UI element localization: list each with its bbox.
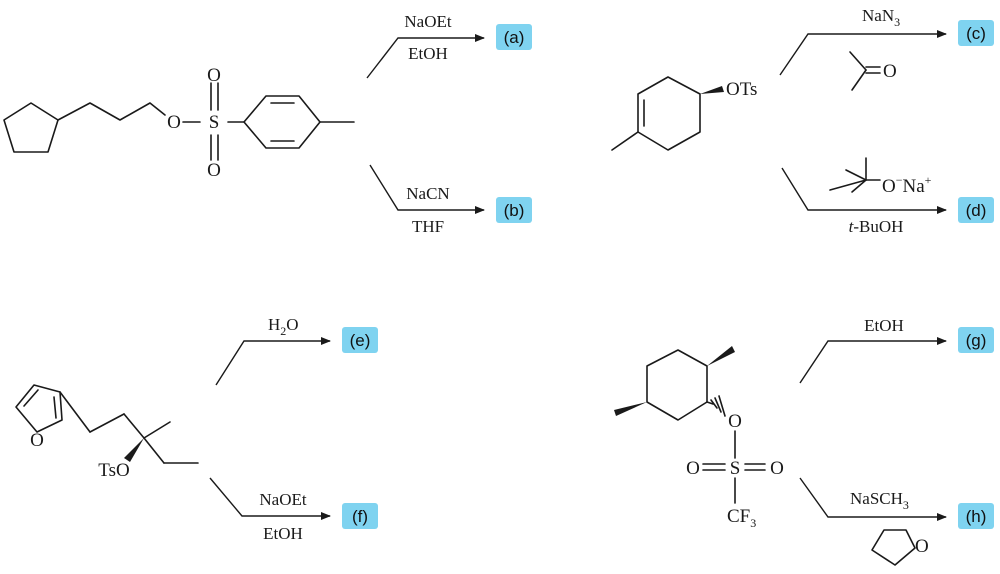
acetone-oxygen: O (883, 61, 897, 82)
svg-text:(e): (e) (350, 331, 371, 350)
molecule-dimethylcyclohexyl-triflate: O S O O CF3 (614, 346, 784, 530)
reaction-arrow-h: NaSCH3 O (799, 477, 947, 566)
reagent-h-top: NaSCH3 (850, 489, 909, 512)
molecule-methylcyclohexenyl-tosylate: OTs (611, 76, 757, 151)
thf-structure: O (871, 529, 929, 566)
reagent-a-top: NaOEt (404, 12, 451, 31)
product-label-h: (h) (958, 503, 994, 529)
oxygen-atom-left: O (686, 458, 700, 479)
reaction-arrow-g: EtOH (799, 316, 947, 384)
acetone-structure: O (849, 51, 897, 91)
reaction-arrow-f: NaOEt EtOH (209, 477, 331, 543)
reaction-arrow-c: NaN3 O (779, 6, 947, 91)
svg-text:(b): (b) (504, 201, 525, 220)
product-label-c: (c) (958, 20, 994, 46)
product-label-a: (a) (496, 24, 532, 50)
ots-group: OTs (726, 79, 757, 100)
tert-butoxide-structure: O−Na+ (829, 157, 932, 197)
reaction-arrow-e: H2O (215, 315, 331, 386)
reagent-a-bottom: EtOH (408, 44, 448, 63)
svg-text:(h): (h) (966, 507, 987, 526)
cf3-group: CF3 (727, 506, 756, 530)
thf-oxygen: O (915, 536, 929, 557)
oxygen-atom-top: O (207, 65, 221, 86)
reagent-b-bottom: THF (412, 217, 444, 236)
product-label-e: (e) (342, 327, 378, 353)
svg-text:(c): (c) (966, 24, 986, 43)
svg-text:(a): (a) (504, 28, 525, 47)
molecule-furyl-tertiary-tosylate: O TsO (15, 384, 199, 481)
product-label-b: (b) (496, 197, 532, 223)
alkoxide-oxygen: O−Na+ (882, 173, 932, 197)
reagent-f-top: NaOEt (259, 490, 306, 509)
sulfur-atom: S (730, 458, 741, 479)
ester-oxygen: O (728, 411, 742, 432)
oxygen-atom-right: O (770, 458, 784, 479)
sulfur-atom: S (209, 112, 220, 133)
svg-text:(d): (d) (966, 201, 987, 220)
molecule-cyclopentylpropyl-tosylate: O S O O (3, 65, 355, 181)
product-label-d: (d) (958, 197, 994, 223)
reagent-d-bottom: t-BuOH (849, 217, 904, 236)
reagent-e-top: H2O (268, 315, 299, 338)
svg-text:(g): (g) (966, 331, 987, 350)
product-label-f: (f) (342, 503, 378, 529)
reagent-f-bottom: EtOH (263, 524, 303, 543)
oxygen-atom-bottom: O (207, 160, 221, 181)
svg-text:(f): (f) (352, 507, 368, 526)
product-label-g: (g) (958, 327, 994, 353)
tso-group: TsO (98, 460, 129, 481)
reagent-g-top: EtOH (864, 316, 904, 335)
reagent-c-top: NaN3 (862, 6, 900, 29)
reagent-b-top: NaCN (406, 184, 449, 203)
reaction-arrow-d: O−Na+ t-BuOH (781, 157, 947, 236)
oxygen-atom: O (167, 112, 181, 133)
reaction-arrow-a: NaOEt EtOH (366, 12, 485, 79)
reaction-arrow-b: NaCN THF (369, 164, 485, 236)
furan-oxygen: O (30, 430, 44, 451)
